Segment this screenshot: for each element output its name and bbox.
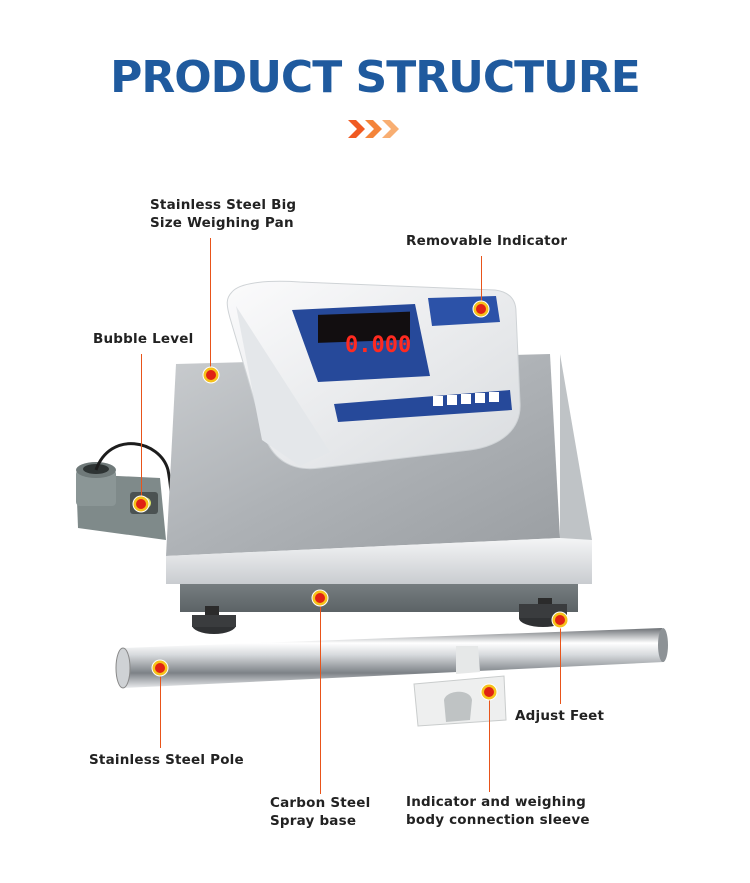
leader-bubble-level <box>141 354 142 504</box>
marker-removable-indicator <box>476 304 486 314</box>
marker-adjust-feet <box>555 615 565 625</box>
label-weighing-pan: Stainless Steel Big Size Weighing Pan <box>150 196 296 232</box>
label-removable-indicator: Removable Indicator <box>406 233 568 249</box>
leader-pole <box>160 668 161 748</box>
label-adjust-feet: Adjust Feet <box>515 708 605 724</box>
label-sleeve-line2: body connection sleeve <box>406 812 590 828</box>
label-pole: Stainless Steel Pole <box>89 752 244 768</box>
chevrons-icon <box>348 120 399 138</box>
leader-adjust-feet <box>560 620 561 704</box>
label-bubble-level: Bubble Level <box>93 331 194 347</box>
label-sleeve-line1: Indicator and weighing <box>406 794 587 810</box>
label-carbon-base-line1: Carbon Steel <box>270 795 371 811</box>
marker-pole <box>155 663 165 673</box>
label-carbon-base-line2: Spray base <box>270 813 357 829</box>
label-sleeve: Indicator and weighing body connection s… <box>406 793 590 829</box>
leader-carbon-base <box>320 598 321 794</box>
marker-sleeve <box>484 687 494 697</box>
leader-sleeve <box>489 692 490 792</box>
label-carbon-base: Carbon Steel Spray base <box>270 794 370 830</box>
label-weighing-pan-line2: Size Weighing Pan <box>150 215 294 231</box>
leader-weighing-pan <box>210 238 211 374</box>
marker-bubble-level <box>136 499 146 509</box>
leader-removable-indicator <box>481 256 482 308</box>
marker-weighing-pan <box>206 370 216 380</box>
marker-carbon-base <box>315 593 325 603</box>
indicator-readout: 0.000 <box>345 333 411 358</box>
label-weighing-pan-line1: Stainless Steel Big <box>150 197 297 213</box>
page-title: PRODUCT STRUCTURE <box>110 52 641 103</box>
